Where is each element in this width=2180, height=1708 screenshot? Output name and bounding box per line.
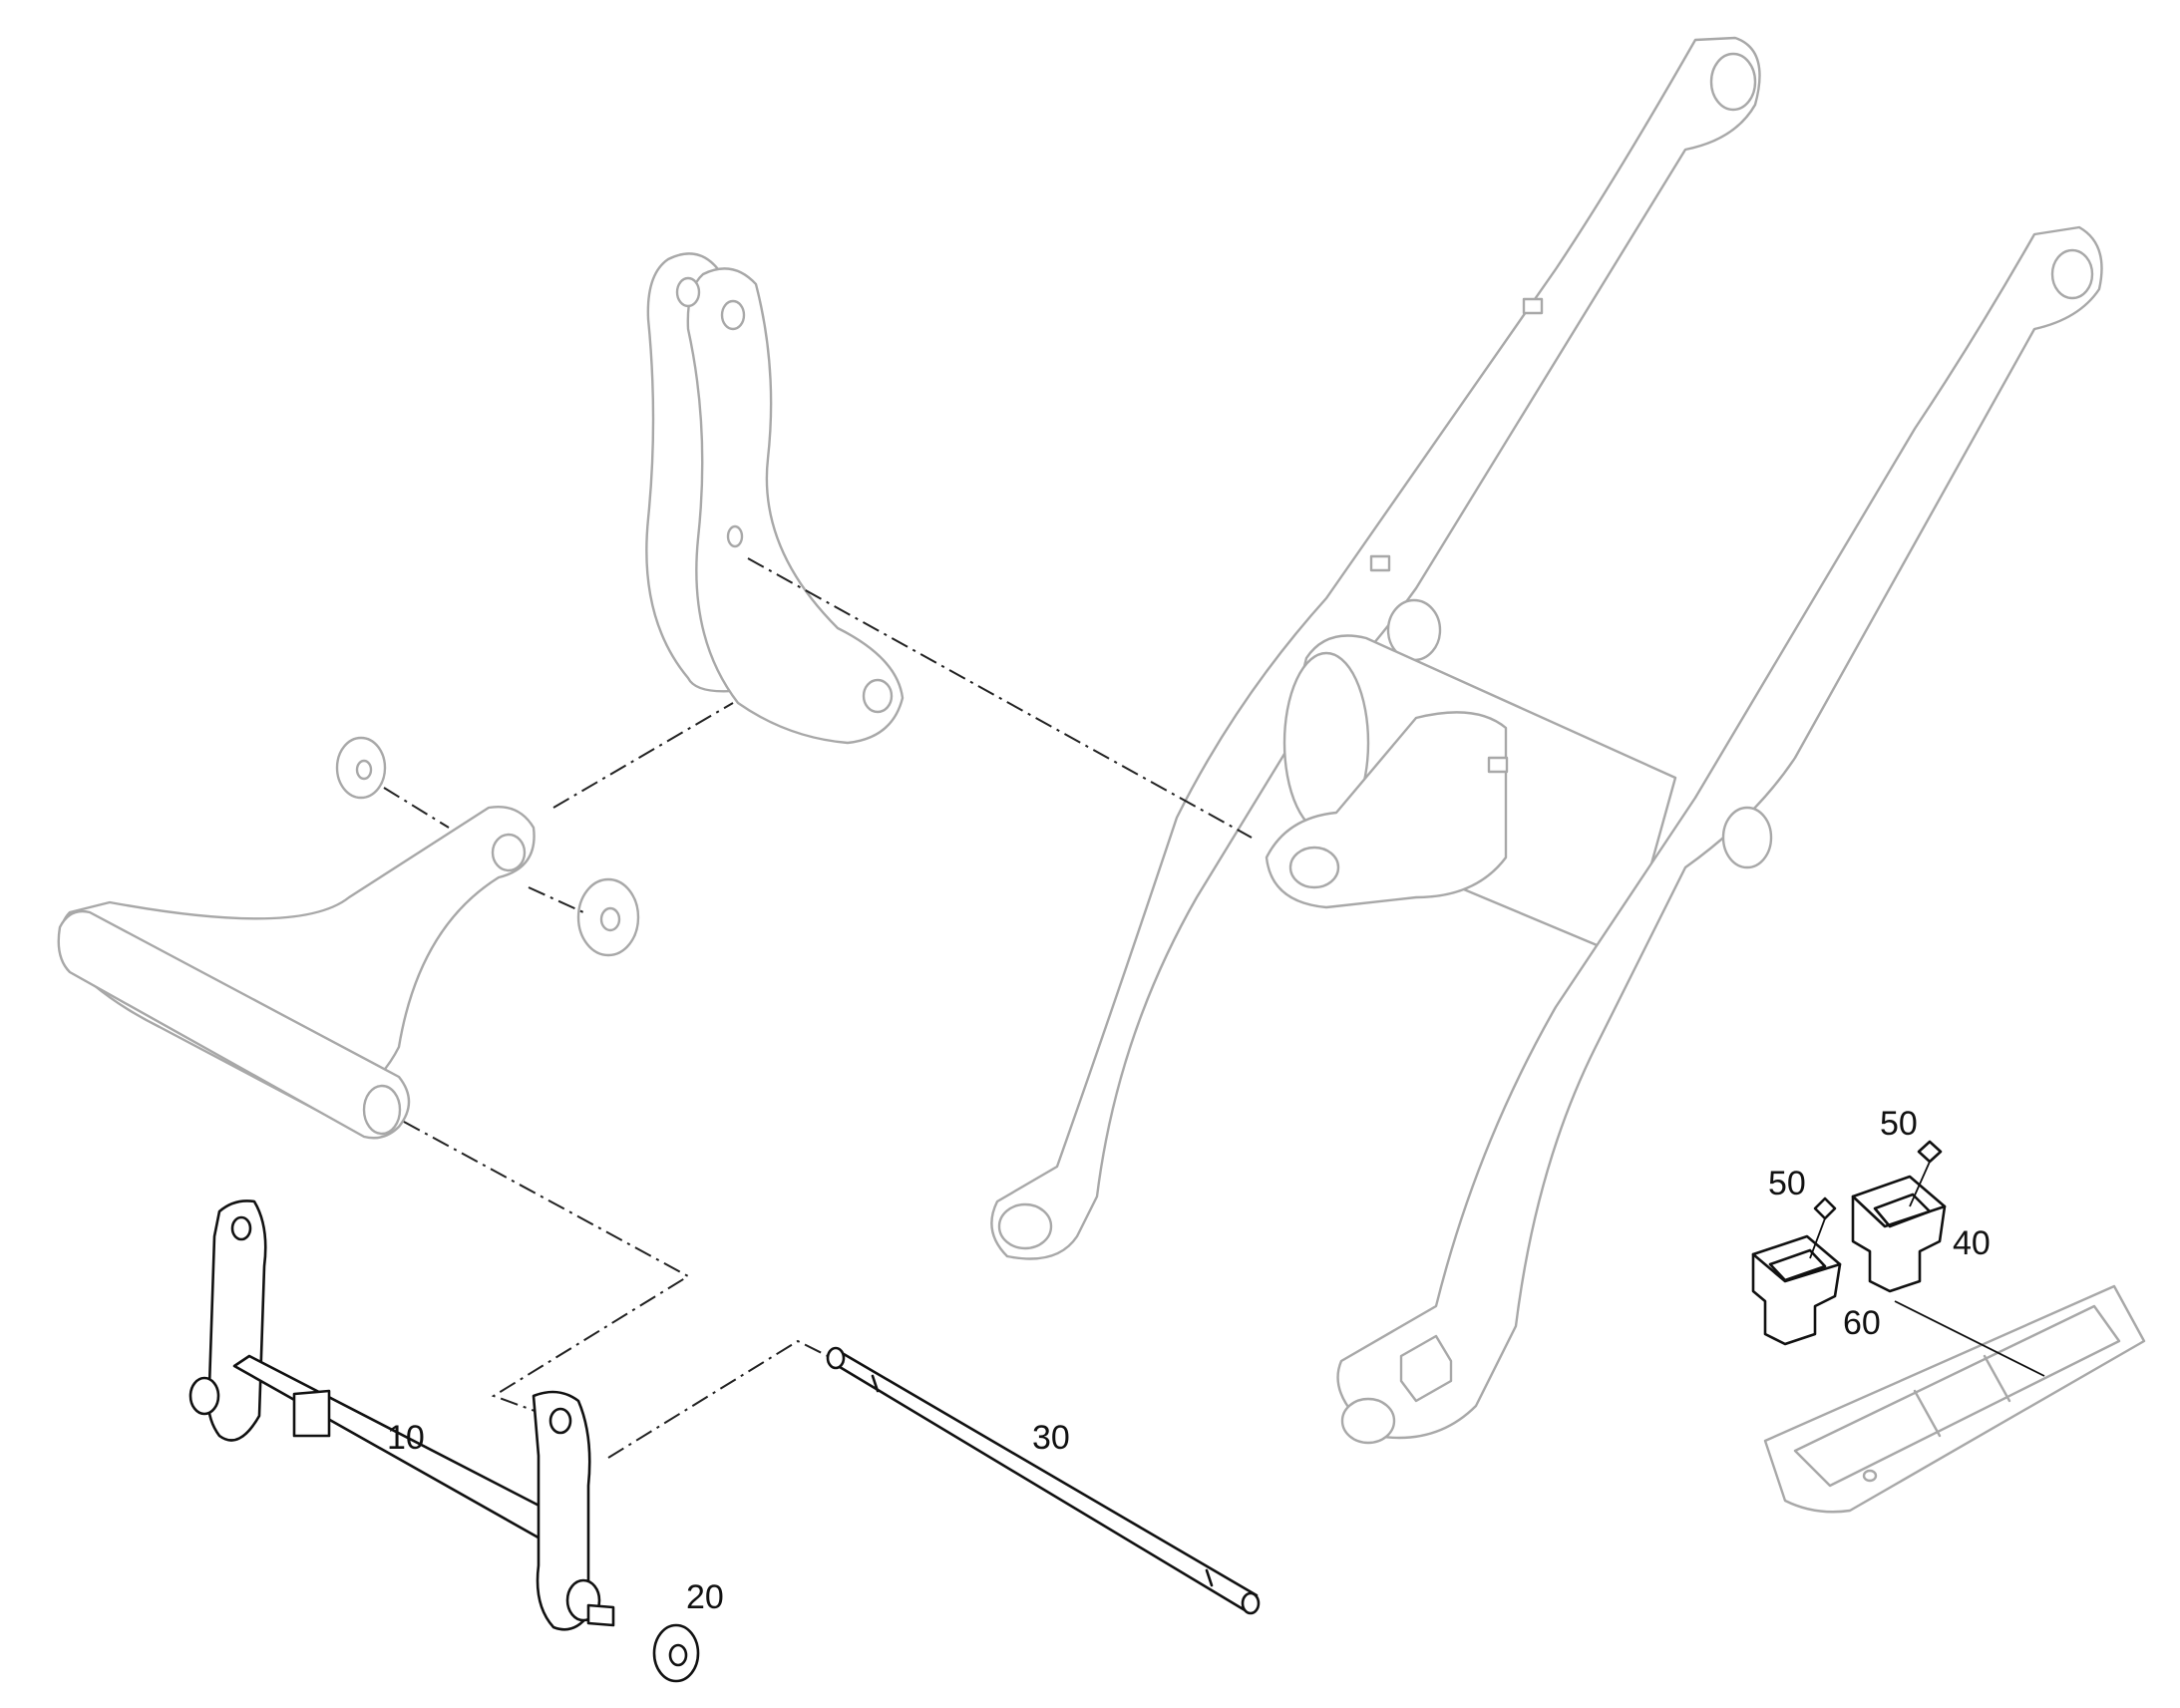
left-boom-bottom-eye bbox=[997, 1202, 1053, 1250]
label-part-50-b: 50 bbox=[1768, 1165, 1806, 1202]
assembly-line-washer-right bbox=[528, 886, 584, 913]
label-part-20: 20 bbox=[686, 1578, 724, 1616]
panel-60 bbox=[1763, 1284, 2146, 1514]
boom-bracket-2 bbox=[1369, 554, 1391, 572]
pin-10-shaft-collar bbox=[292, 1389, 331, 1438]
assembly-lines bbox=[383, 557, 1253, 1459]
right-boom-top-eye bbox=[2050, 248, 2094, 300]
shaft-30-end-bottom bbox=[1241, 1591, 1261, 1615]
boom-bracket-1 bbox=[1522, 297, 1544, 315]
right-boom-pad bbox=[1399, 1334, 1453, 1403]
pin-assembly-10 bbox=[188, 1199, 615, 1631]
callout-labels: 10 20 30 40 50 50 60 bbox=[387, 1105, 1991, 1616]
pin-10-left-arm-hole bbox=[230, 1215, 252, 1241]
pin-10-end-stub bbox=[586, 1603, 615, 1627]
left-boom-top-eye bbox=[1709, 52, 1757, 112]
assembly-line-tube-to-pin bbox=[403, 1121, 690, 1417]
cap-50-on-left bbox=[1813, 1196, 1837, 1220]
link-frame-tube-end bbox=[362, 1084, 402, 1136]
cap-50-on-40 bbox=[1917, 1140, 1943, 1164]
leader-cap-50-on-40 bbox=[1909, 1161, 1931, 1207]
pin-10-left-arm bbox=[206, 1199, 267, 1442]
shaft-30-groove-2 bbox=[1205, 1568, 1214, 1587]
label-part-10: 10 bbox=[387, 1419, 425, 1457]
shaft-30 bbox=[826, 1346, 1261, 1615]
link-frame-tube bbox=[57, 909, 411, 1140]
tilt-lever bbox=[645, 252, 905, 745]
switch-left-body bbox=[1751, 1234, 1842, 1346]
pin-10-right-arm-hole bbox=[548, 1407, 572, 1435]
tilt-lever-mid-hole bbox=[726, 524, 744, 548]
pin-10-left-boss bbox=[188, 1376, 220, 1416]
washer-20-inner bbox=[668, 1643, 688, 1667]
right-boom-pivot-eye bbox=[1721, 806, 1773, 869]
panel-60-grid-1 bbox=[1793, 1304, 2121, 1488]
panel-60-hole bbox=[1862, 1469, 1878, 1483]
shaft-30-end-top bbox=[826, 1346, 846, 1370]
switch-left-rocker bbox=[1768, 1248, 1827, 1282]
label-part-60: 60 bbox=[1843, 1304, 1881, 1342]
assembly-line-lever-to-boom bbox=[747, 557, 1253, 839]
washer-right-hole bbox=[599, 906, 621, 932]
tilt-lever-top-hole-2 bbox=[720, 299, 746, 331]
switch-40-rocker bbox=[1873, 1193, 1932, 1228]
leader-60 bbox=[1894, 1300, 2045, 1377]
switch-40-body bbox=[1851, 1175, 1947, 1293]
link-frame-pin-hole bbox=[491, 833, 527, 872]
washer-left-hole bbox=[355, 759, 373, 781]
panel-60-grid-3 bbox=[1983, 1354, 2011, 1403]
assembly-line-frame-to-lever bbox=[552, 702, 734, 809]
label-part-30: 30 bbox=[1032, 1419, 1070, 1457]
leader-cap-50-on-left bbox=[1809, 1217, 1826, 1259]
boom-bracket-3 bbox=[1487, 756, 1509, 774]
label-part-40: 40 bbox=[1953, 1224, 1991, 1262]
label-part-50-a: 50 bbox=[1880, 1105, 1918, 1143]
right-boom-bottom-eye bbox=[1340, 1397, 1396, 1445]
washer-20 bbox=[652, 1623, 700, 1683]
tilt-lever-bottom-hole bbox=[862, 678, 894, 714]
center-lug-hole bbox=[1288, 846, 1340, 889]
tilt-lever-front bbox=[686, 267, 905, 745]
shaft-30-body bbox=[828, 1352, 1259, 1613]
loader-arm-frame bbox=[990, 36, 2103, 1445]
assembly-line-washer-left bbox=[383, 787, 450, 829]
left-boom bbox=[990, 36, 1761, 1260]
assembly-line-pin-to-shaft bbox=[607, 1339, 829, 1459]
electrical-group bbox=[1751, 1140, 2146, 1514]
link-frame bbox=[57, 736, 640, 1140]
shaft-30-groove-1 bbox=[871, 1374, 880, 1393]
panel-60-grid-2 bbox=[1913, 1389, 1942, 1438]
tilt-lever-top-hole bbox=[675, 276, 701, 308]
